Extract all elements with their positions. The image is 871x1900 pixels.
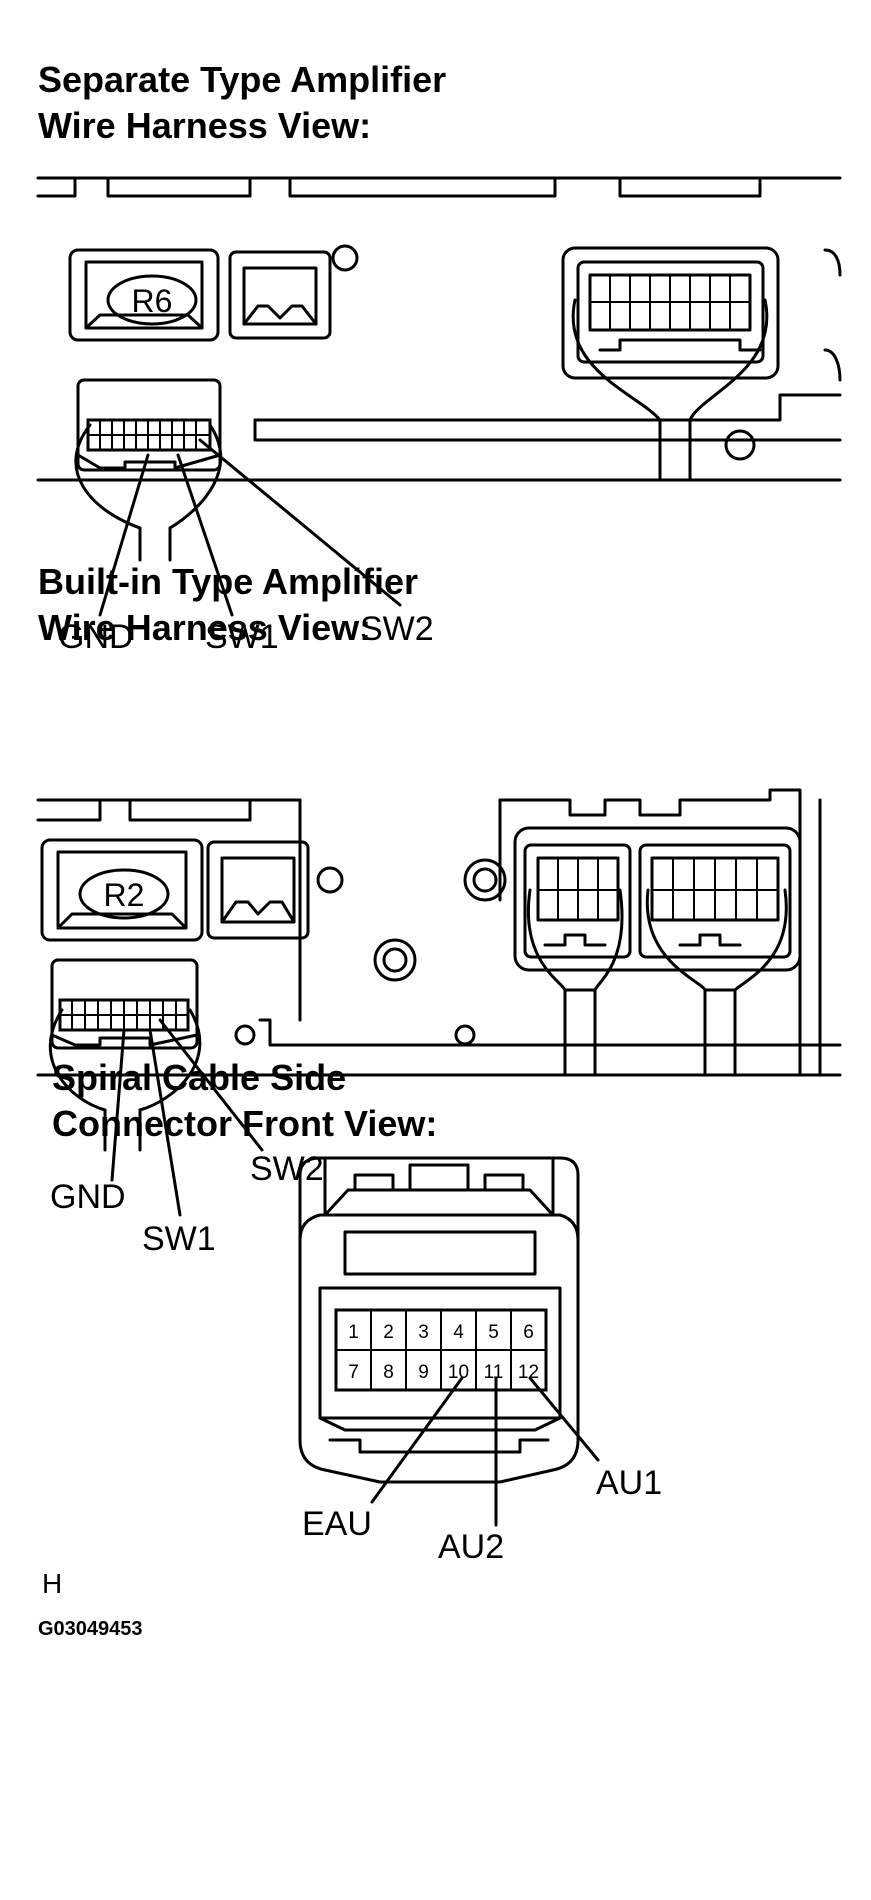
pin-12: 12: [518, 1362, 539, 1383]
pin-7: 7: [348, 1362, 359, 1383]
pin-5: 5: [488, 1322, 499, 1343]
footer-mark: H: [42, 1568, 63, 1599]
section1-heading-line2: Wire Harness View:: [38, 105, 372, 146]
pin-8: 8: [383, 1362, 394, 1383]
section2-sw2-label: SW2: [250, 1150, 324, 1188]
section1-heading-line1: Separate Type Amplifier: [38, 59, 447, 100]
au1-label: AU1: [596, 1464, 662, 1502]
au2-label: AU2: [438, 1528, 504, 1566]
pin-6: 6: [523, 1322, 534, 1343]
section1-sw1-label: SW1: [205, 618, 279, 656]
section1-gnd-label: GND: [58, 618, 134, 656]
section3-heading-line1: Spiral Cable Side: [52, 1057, 347, 1098]
section1-sw2-label: SW2: [360, 610, 434, 648]
section3-drawing: [298, 1156, 600, 1527]
pin-1: 1: [348, 1322, 359, 1343]
pin-4: 4: [453, 1322, 464, 1343]
section1-drawing: [36, 176, 842, 617]
pin-9: 9: [418, 1362, 429, 1383]
section2-drawing: [36, 788, 842, 1217]
r6-connector-label: R6: [132, 283, 173, 319]
section2-heading-line2: Wire Harness View:: [38, 607, 372, 648]
section2-gnd-label: GND: [50, 1178, 126, 1216]
pin-2: 2: [383, 1322, 394, 1343]
section2-sw1-label: SW1: [142, 1220, 216, 1258]
pin-10: 10: [448, 1362, 469, 1383]
pin-3: 3: [418, 1322, 429, 1343]
eau-label: EAU: [302, 1505, 372, 1543]
r2-connector-label: R2: [104, 877, 145, 913]
pin-11: 11: [484, 1362, 504, 1383]
figure-code: G03049453: [38, 1618, 143, 1640]
